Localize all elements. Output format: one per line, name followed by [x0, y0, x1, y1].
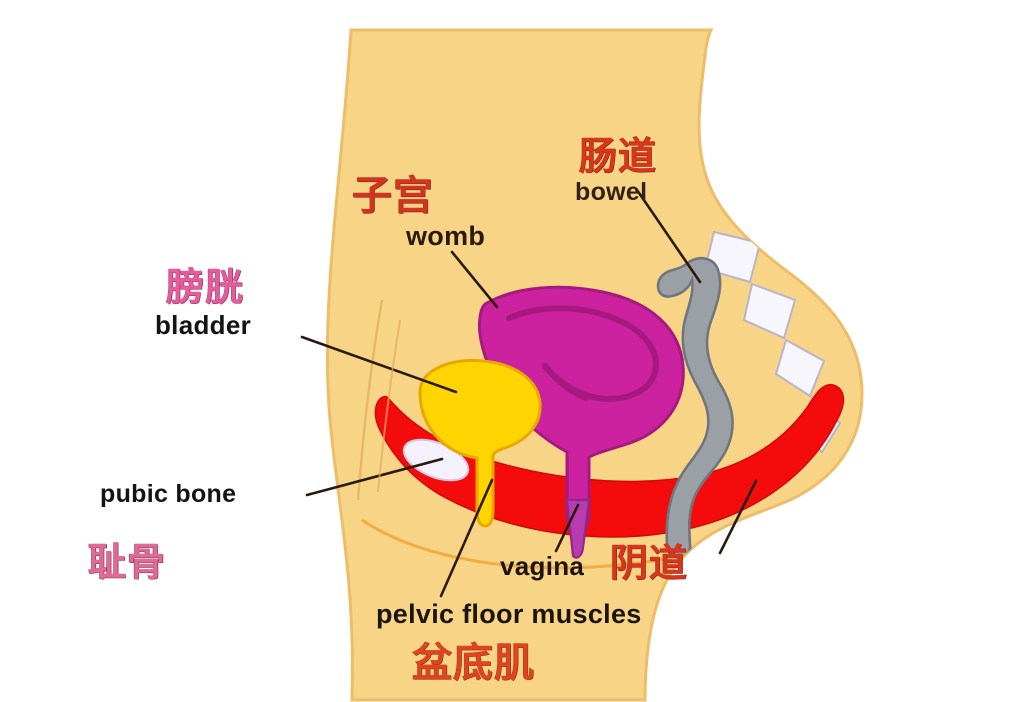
womb-shape	[477, 285, 685, 533]
label-pelvic-floor-muscles-english-wrap: pelvic floor muscles	[376, 600, 642, 628]
label-pubic-bone-chinese: 耻骨	[88, 540, 167, 584]
leader-line-vagina	[554, 503, 580, 553]
leader-line-bladder	[300, 335, 458, 394]
bladder-shape	[418, 359, 542, 528]
label-vagina-chinese-wrap: 阴道	[610, 541, 689, 585]
label-bladder-chinese: 膀胱	[166, 265, 245, 309]
leader-line-womb	[450, 250, 499, 309]
leader-line-bowel	[635, 188, 702, 284]
label-bladder-english: bladder	[155, 309, 252, 340]
label-vagina-chinese: 阴道	[610, 541, 689, 585]
leader-line-pubic-bone	[305, 457, 444, 497]
label-bowel-chinese: 肠道	[579, 134, 658, 178]
leader-line-pelvic-floor-muscles-right	[718, 479, 758, 555]
label-pelvic-floor-muscles-chinese-wrap: 盆底肌	[412, 640, 535, 686]
label-pubic-bone-english: pubic bone	[100, 480, 237, 508]
label-pelvic-floor-muscles-english: pelvic floor muscles	[376, 599, 642, 629]
label-bowel-english: bowel	[575, 177, 648, 206]
label-pubic-bone-chinese-standalone: 耻骨	[88, 540, 167, 584]
label-vagina-english-wrap: vagina	[500, 551, 585, 581]
label-womb: 子宫 womb	[352, 173, 486, 251]
label-womb-english: womb	[406, 220, 486, 251]
bowel-shape	[656, 256, 734, 560]
label-pelvic-floor-muscles-chinese: 盆底肌	[412, 640, 535, 686]
label-bladder: 膀胱 bladder	[155, 265, 251, 339]
label-bowel: 肠道 bowel	[575, 134, 658, 204]
label-vagina-english: vagina	[500, 551, 585, 581]
inner-contour-line	[377, 319, 401, 493]
leader-line-pelvic-floor-muscles	[439, 478, 494, 598]
label-pubic-bone: pubic bone	[100, 481, 236, 507]
abdomen-contour-line	[356, 299, 384, 501]
label-womb-chinese: 子宫	[352, 173, 434, 219]
leader-lines	[300, 188, 758, 598]
